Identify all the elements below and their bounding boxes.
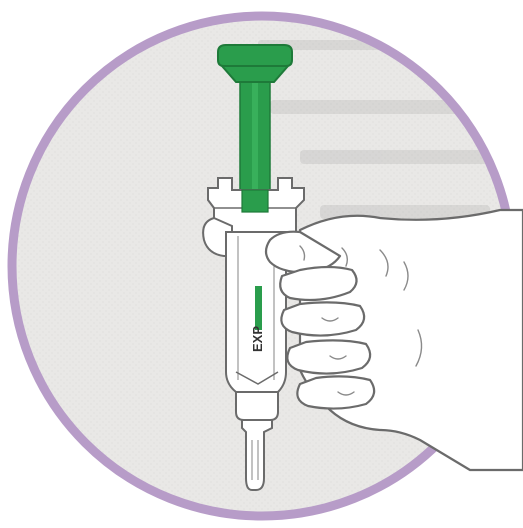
ring-finger <box>287 340 370 373</box>
little-finger <box>297 376 374 408</box>
plunger-thumb-pad <box>218 45 292 66</box>
exp-label: EXP <box>250 326 265 352</box>
label-stripe <box>255 286 262 330</box>
